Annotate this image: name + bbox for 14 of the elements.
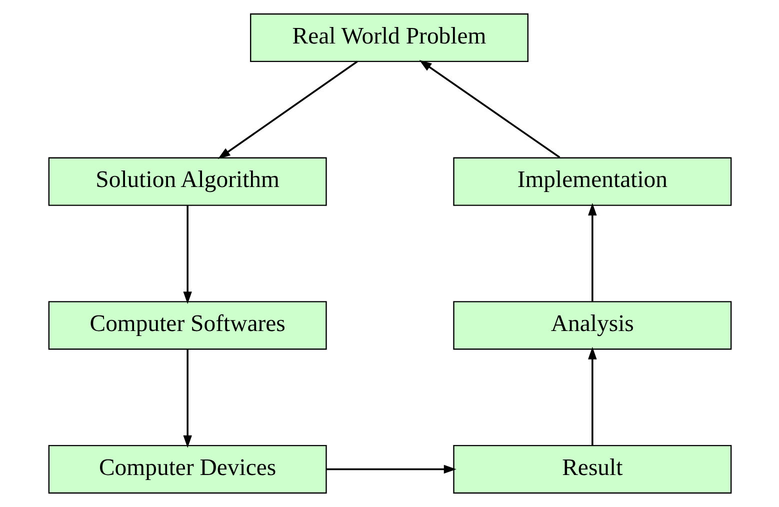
- arrow: [326, 464, 456, 474]
- node-box: Result: [452, 444, 732, 494]
- arrow: [418, 60, 560, 158]
- arrow: [588, 346, 596, 446]
- arrow: [182, 350, 192, 448]
- arrow: [182, 206, 192, 304]
- node-box: Computer Devices: [48, 444, 326, 494]
- arrow: [217, 60, 358, 159]
- node-box: Real World Problem: [250, 13, 528, 62]
- node-box: Solution Algorithm: [48, 157, 326, 206]
- node-box: Computer Softwares: [48, 301, 326, 350]
- node-box: Implementation: [452, 157, 732, 206]
- arrow: [588, 203, 596, 302]
- node-box: Analysis: [452, 301, 732, 350]
